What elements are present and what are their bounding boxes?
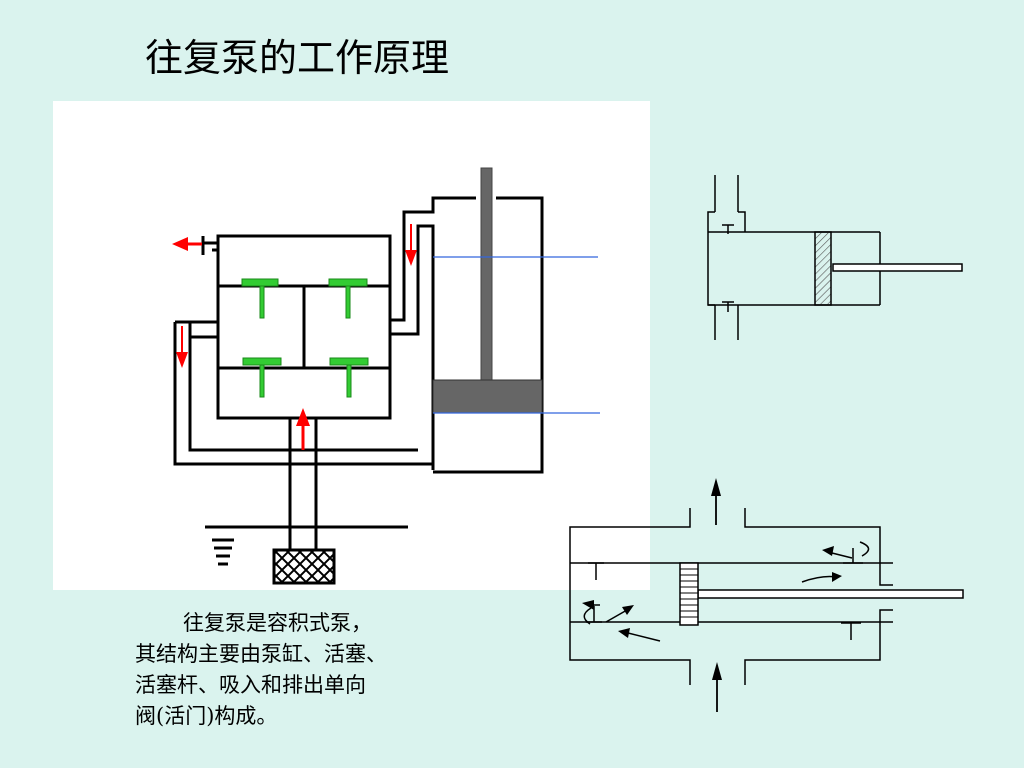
caption-line-4: 阀(活门)构成。: [135, 704, 278, 728]
pipe-right-inner: [390, 224, 435, 470]
double-acting-cylinder-diagram: [569, 508, 964, 685]
main-pump-diagram: [173, 196, 544, 550]
down-arrow-left-head: [176, 352, 188, 368]
suction-valve-left: [242, 357, 282, 366]
caption-line-3: 活塞杆、吸入和排出单向: [135, 673, 366, 697]
ground-symbol: [212, 538, 234, 566]
simple-cylinder-diagram: [707, 175, 963, 340]
suction-valve-right: [329, 357, 369, 366]
suction-valve-right-stem: [346, 364, 352, 398]
discharge-arrow-head: [172, 237, 188, 251]
outlet-arrow-head: [711, 478, 721, 496]
down-arrow-right-head: [405, 250, 417, 266]
inlet-arrow-head: [712, 662, 722, 680]
discharge-valve-right-stem: [345, 285, 351, 319]
flow-arrows: [172, 224, 417, 450]
discharge-valve-right: [328, 278, 368, 287]
discharge-valve-left: [241, 278, 279, 287]
caption-line-1: 往复泵是容积式泵，: [183, 611, 372, 635]
diagram-panel: [53, 101, 650, 590]
direction-arrows: [582, 478, 853, 712]
pipe-right-top: [390, 196, 476, 322]
suction-arrow-head: [296, 408, 310, 426]
caption-text: 往复泵是容积式泵， 其结构主要由泵缸、活塞、 活塞杆、吸入和排出单向 阀(活门)…: [135, 608, 455, 732]
piston-rod: [480, 167, 493, 381]
discharge-valve-left-stem: [259, 285, 265, 319]
suction-strainer: [272, 548, 336, 585]
cylinder-wall: [433, 196, 544, 474]
piston: [432, 379, 543, 414]
slide-title: 往复泵的工作原理: [145, 36, 450, 80]
inner-pipe-left: [188, 322, 418, 452]
discharge-outlet: [201, 236, 218, 255]
caption-line-2: 其结构主要由泵缸、活塞、: [135, 642, 387, 666]
suction-valve-left-stem: [259, 364, 265, 398]
outer-pipe-left: [173, 322, 433, 466]
valve-group: [241, 278, 369, 398]
